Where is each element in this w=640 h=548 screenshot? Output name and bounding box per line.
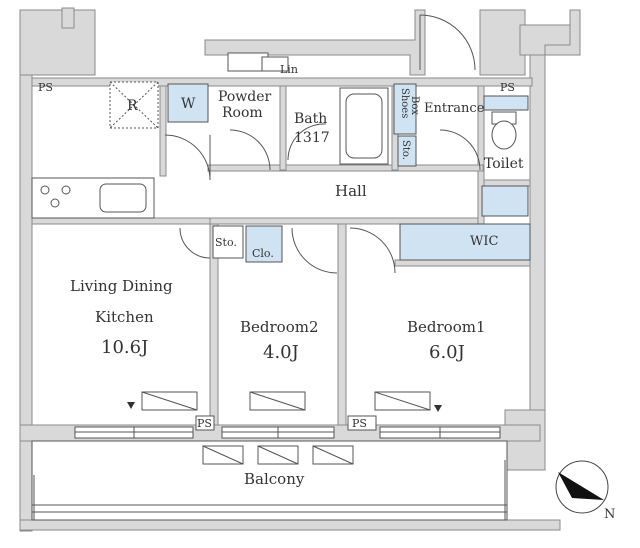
powder-room-label-2: Room — [222, 105, 263, 121]
ac-units — [127, 391, 442, 412]
bedroom1-label: Bedroom1 — [407, 318, 486, 336]
refrigerator-space — [109, 81, 159, 129]
ldk-size-label: 10.6J — [101, 337, 148, 358]
toilet-label: Toilet — [484, 156, 524, 172]
kitchen-counter — [31, 177, 155, 219]
ps-label-bottom-left: PS — [197, 417, 212, 430]
clo-label: Clo. — [252, 247, 274, 260]
entrance-storage — [397, 135, 417, 167]
balcony-label: Balcony — [244, 470, 305, 488]
bedroom2-label: Bedroom2 — [240, 318, 319, 336]
ldk-label-2: Kitchen — [95, 308, 154, 326]
refrigerator-label: R — [127, 98, 138, 114]
ps-label-top-right: PS — [500, 81, 515, 94]
compass-icon: N — [555, 460, 615, 522]
entrance-sto-label: Sto. — [400, 140, 411, 160]
windows — [74, 426, 501, 439]
ps-label-top-left: PS — [38, 81, 53, 94]
shoes-box-label-2: Box — [409, 96, 420, 115]
linen-label: Lin — [280, 63, 298, 76]
bathtub — [339, 87, 389, 165]
wic-label: WIC — [470, 234, 498, 249]
compass-north-label: N — [604, 507, 615, 522]
entrance-label: Entrance — [424, 101, 485, 116]
ps-box-bottom-left — [195, 415, 215, 431]
shoes-box — [393, 83, 417, 135]
washer-space — [167, 83, 209, 123]
sto-label: Sto. — [215, 236, 237, 249]
ps-box-bottom-right — [347, 415, 377, 431]
wic-storage — [399, 223, 531, 261]
shoes-box-label-1: Shoes — [399, 88, 410, 118]
hall-label: Hall — [335, 182, 367, 200]
powder-room-label-1: Powder — [218, 89, 272, 105]
washer-label: W — [181, 96, 196, 112]
bath-size-label: 1317 — [294, 130, 330, 146]
sto-closet — [212, 225, 244, 259]
ps-label-bottom-right: PS — [352, 417, 367, 430]
clo-closet — [245, 225, 283, 263]
toilet-fixture — [483, 95, 529, 150]
bedroom1-size-label: 6.0J — [429, 342, 465, 363]
balcony-area — [31, 440, 508, 521]
door-swings — [164, 14, 481, 274]
ldk-label-1: Living Dining — [70, 277, 173, 295]
toilet-storage — [481, 185, 529, 217]
bath-label: Bath — [294, 111, 327, 127]
powder-sink — [227, 52, 289, 72]
bedroom2-size-label: 4.0J — [263, 342, 299, 363]
